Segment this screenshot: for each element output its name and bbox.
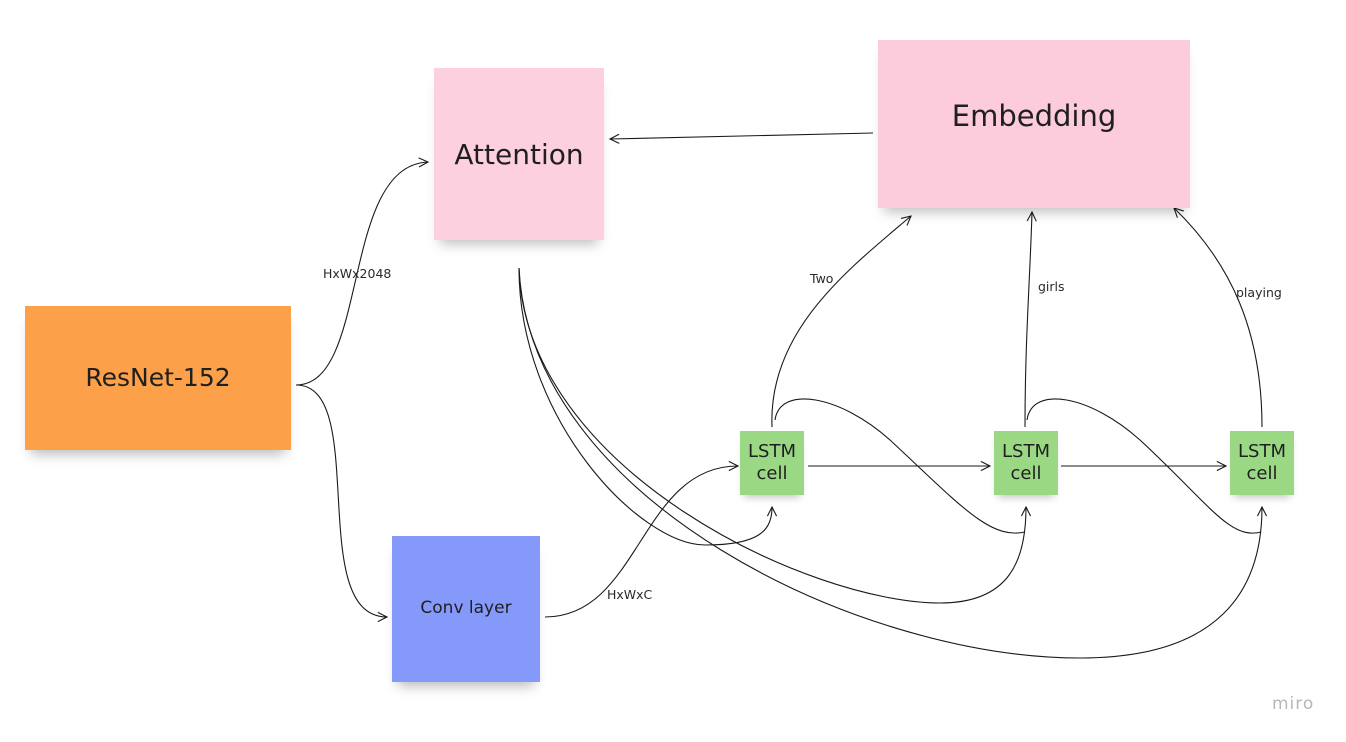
- connector-lstm-2-to-embedding[interactable]: [1024, 212, 1032, 428]
- sticky-note-resnet[interactable]: ResNet-152: [25, 306, 291, 450]
- edge-label-two[interactable]: Two: [810, 271, 834, 286]
- sticky-note-embedding[interactable]: Embedding: [878, 40, 1190, 208]
- connector-conv-to-lstm-1[interactable]: [544, 466, 738, 618]
- connector-lstm-2-state-to-lstm-3[interactable]: [1026, 398, 1262, 534]
- lstm-cell-1-line2: cell: [756, 463, 788, 484]
- sticky-note-lstm-cell-1[interactable]: LSTM cell: [740, 431, 804, 495]
- lstm-cell-3-label: LSTM cell: [1238, 441, 1286, 486]
- connector-lstm-3-to-embedding[interactable]: [1174, 208, 1263, 428]
- edge-label-hxwxc[interactable]: HxWxC: [607, 587, 653, 602]
- lstm-cell-3-line2: cell: [1246, 463, 1278, 484]
- sticky-note-embedding-label: Embedding: [951, 99, 1117, 133]
- sticky-note-resnet-label: ResNet-152: [85, 363, 231, 393]
- sticky-note-conv-layer[interactable]: Conv layer: [392, 536, 540, 682]
- lstm-cell-1-label: LSTM cell: [748, 441, 796, 486]
- connector-embedding-to-attention[interactable]: [610, 132, 874, 139]
- lstm-cell-3-line1: LSTM: [1238, 440, 1286, 462]
- edge-label-girls[interactable]: girls: [1038, 279, 1065, 294]
- connector-resnet-to-attention[interactable]: [295, 162, 428, 386]
- sticky-note-lstm-cell-2[interactable]: LSTM cell: [994, 431, 1058, 495]
- edge-label-playing[interactable]: playing: [1236, 285, 1282, 300]
- edge-label-hxwx2048[interactable]: HxWx2048: [323, 266, 392, 281]
- connector-resnet-to-conv[interactable]: [295, 384, 387, 617]
- connector-lstm-1-state-to-lstm-2[interactable]: [774, 398, 1026, 534]
- lstm-cell-2-label: LSTM cell: [1002, 441, 1050, 486]
- connector-attention-to-lstm-1[interactable]: [518, 267, 772, 546]
- sticky-note-conv-layer-label: Conv layer: [420, 598, 512, 619]
- connector-lstm-1-to-embedding[interactable]: [771, 216, 911, 428]
- miro-watermark-logo: miro: [1272, 694, 1315, 714]
- connector-attention-to-lstm-2[interactable]: [518, 267, 1026, 604]
- connector-attention-to-lstm-3[interactable]: [518, 267, 1262, 659]
- lstm-cell-2-line2: cell: [1010, 463, 1042, 484]
- sticky-note-lstm-cell-3[interactable]: LSTM cell: [1230, 431, 1294, 495]
- lstm-cell-1-line1: LSTM: [748, 440, 796, 462]
- sticky-note-attention-label: Attention: [454, 137, 584, 171]
- sticky-note-attention[interactable]: Attention: [434, 68, 604, 240]
- lstm-cell-2-line1: LSTM: [1002, 440, 1050, 462]
